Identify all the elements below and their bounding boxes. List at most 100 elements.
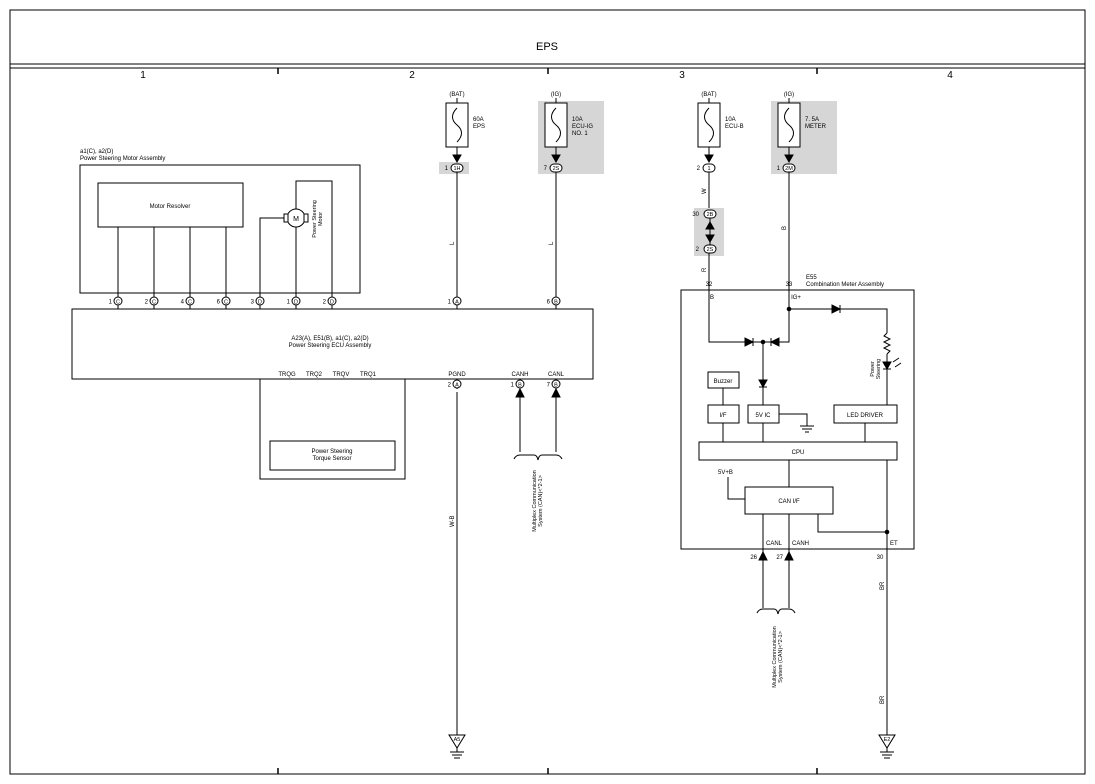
ecu-pin-conn-label: D xyxy=(330,300,334,306)
buzzer-label: Buzzer xyxy=(714,379,733,385)
junction-top-num: 30 xyxy=(692,212,699,218)
ecu-bottom-pin-name: CANL xyxy=(548,372,565,378)
motor-assembly-name: Power Steering Motor Assembly xyxy=(80,156,165,162)
motor-resolver-box xyxy=(97,182,244,228)
ecu-pin-num: 3 xyxy=(251,300,255,306)
ecu-name: Power Steering ECU Assembly xyxy=(289,343,372,349)
wire-et-color: BR xyxy=(880,581,886,590)
led-driver-label: LED DRIVER xyxy=(847,413,884,419)
ecu-pin-mv-conn xyxy=(255,296,265,306)
meter-name: Combination Meter Assembly xyxy=(806,282,884,288)
ground-a5-label: A5 xyxy=(454,737,461,743)
fuse-name: METER xyxy=(805,124,827,130)
ecu-bottom-pin-name: PGND xyxy=(448,372,466,378)
fuse-name: ECU-IG xyxy=(572,124,593,130)
ecu-pin-conn-label: C xyxy=(224,300,228,306)
fuse-rating: 7. 5A xyxy=(805,117,819,123)
ecu-pin-mu-conn xyxy=(327,296,337,306)
meter-pin-ig-num: 33 xyxy=(786,282,793,288)
ecu-bottom-pin-conn-label: B xyxy=(554,383,558,389)
fuse-rating: 10A xyxy=(572,117,583,123)
ecu-pin-num: 1 xyxy=(287,300,291,306)
ground-e2-icon xyxy=(878,734,896,749)
meter-label: E55 xyxy=(806,275,817,281)
torque-sensor-box xyxy=(269,440,396,471)
ecu-pin-rgnd-conn xyxy=(185,296,195,306)
torque-pin-name: TRQ1 xyxy=(360,372,377,378)
ecu-pin-num: 4 xyxy=(181,300,185,306)
fuse-source: (IG) xyxy=(784,92,794,98)
indicator-label-2: Steering xyxy=(876,359,882,380)
fuse-pin-num: 2 xyxy=(697,166,701,172)
meter-et-name: ET xyxy=(890,541,898,547)
motor-resolver-label: Motor Resolver xyxy=(150,204,191,210)
fuse-rating: 10A xyxy=(725,117,736,123)
ecu-pin-num: 2 xyxy=(145,300,149,306)
diode-icon xyxy=(831,304,842,314)
meter-canh-num: 27 xyxy=(776,555,783,561)
fuse-pin-num: 7 xyxy=(544,166,548,172)
ecu-pin-r-conn xyxy=(221,296,231,306)
ecu-bottom-pin-num: 7 xyxy=(547,383,551,389)
ecu-bottom-pin-conn xyxy=(452,379,462,389)
meter-pin-ig-name: IG+ xyxy=(791,295,801,301)
wire-meter-color: B xyxy=(782,226,788,230)
comm1-label-2: System (CAN)<*2-1> xyxy=(538,475,544,527)
junction-bot-num: 2 xyxy=(696,247,700,253)
ecu-pin-conn-label: A xyxy=(455,300,459,306)
comm2-label: Multiplex Communication xyxy=(772,626,778,687)
comm2-label-2: System (CAN)<*2-1> xyxy=(778,631,784,683)
meter-canh-name: CANH xyxy=(792,541,809,547)
ecu-pin-conn-label: C xyxy=(116,300,120,306)
comm1-label: Multiplex Communication xyxy=(532,470,538,531)
motor-label: Power Steering xyxy=(312,200,318,238)
wire-pgnd-color: W-B xyxy=(450,515,456,527)
ecu-pin-conn-label: B xyxy=(554,300,558,306)
ecu-pin-rsin-conn xyxy=(113,296,123,306)
ecu-pin-conn-label: C xyxy=(152,300,156,306)
led-icon xyxy=(882,361,892,371)
ecu-pin-rcos-conn xyxy=(149,296,159,306)
torque-sensor-name: Torque Sensor xyxy=(312,456,351,462)
ecu-pin-conn-label: C xyxy=(188,300,192,306)
ecu-pin-num: 2 xyxy=(323,300,327,306)
motor-assembly-label: a1(C), a2(D) xyxy=(80,149,113,155)
torque-pin-name: TRQG xyxy=(278,372,296,378)
vic-label: 5V IC xyxy=(755,413,771,419)
column-4-label: 4 xyxy=(947,70,953,81)
wire-et-color-2: BR xyxy=(880,695,886,704)
ground-e2-label: E2 xyxy=(884,737,891,743)
ecu-label: A23(A), E51(B), a1(C), a2(D) xyxy=(291,336,368,342)
wire-pig-color: L xyxy=(450,241,456,245)
fuse-pin-num: 1 xyxy=(445,166,449,172)
diode-icon xyxy=(744,337,755,347)
fuse-rating: 60A xyxy=(473,117,484,123)
torque-pin-name: TRQ2 xyxy=(306,372,323,378)
torque-sensor-label: Power Steering xyxy=(311,449,352,455)
torque-pin-name: TRQV xyxy=(333,372,350,378)
resistor-icon xyxy=(882,332,892,355)
v5b-label: 5V+B xyxy=(718,470,733,476)
fuse-source: (BAT) xyxy=(701,92,716,98)
if-label: I/F xyxy=(720,413,727,419)
fuse-pin-num: 1 xyxy=(777,166,781,172)
comm2-brace xyxy=(756,608,796,615)
meter-et-num: 30 xyxy=(877,555,884,561)
fuse-conn-label: 2M xyxy=(785,166,793,172)
ecu-pin-num: 1 xyxy=(109,300,113,306)
cpu-label: CPU xyxy=(792,450,805,456)
fuse-source: (BAT) xyxy=(449,92,464,98)
fuse-conn-label: 1H xyxy=(453,166,460,172)
meter-pin-b-name: B xyxy=(710,295,714,301)
wire-ecub-b-color: R xyxy=(702,267,708,272)
cpu-box xyxy=(698,441,898,461)
fuse-name-2: NO. 1 xyxy=(572,131,588,137)
ecu-bottom-pin-num: 1 xyxy=(511,383,515,389)
ecu-pin-conn-label: D xyxy=(258,300,262,306)
ecu-pin-num: 6 xyxy=(547,300,551,306)
junction-bot-conn: 2S xyxy=(707,247,714,253)
ecu-pin-num: 6 xyxy=(217,300,221,306)
